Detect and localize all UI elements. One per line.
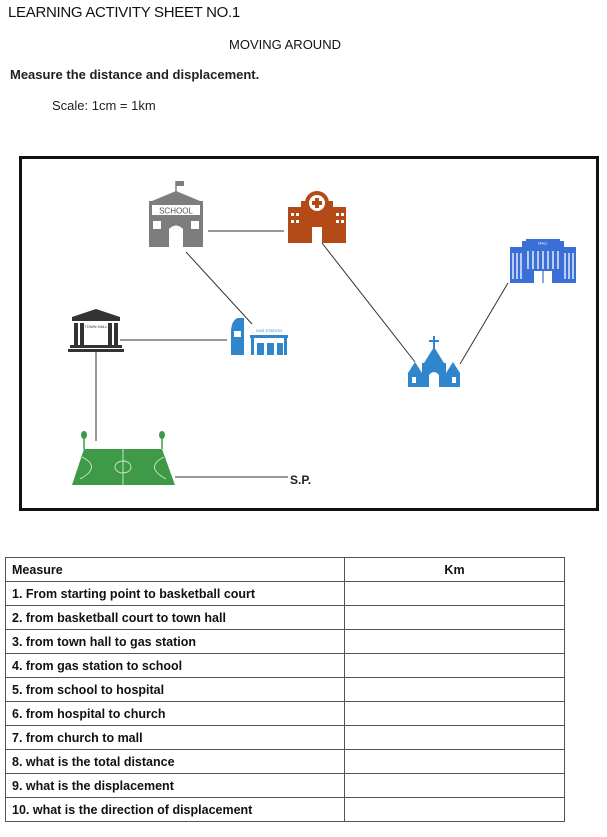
measure-header: Measure: [5, 557, 345, 582]
table-row: 2. from basketball court to town hall: [5, 605, 565, 630]
question-label: 9. what is the displacement: [5, 773, 345, 798]
route-school-gas-station: [185, 251, 253, 325]
table-header-row: Measure Km: [5, 557, 565, 582]
instruction: Measure the distance and displacement.: [10, 67, 260, 82]
question-label: 8. what is the total distance: [5, 749, 345, 774]
school-icon: SCHOOL: [149, 181, 203, 247]
route-hospital-church: [321, 242, 416, 363]
table-row: 8. what is the total distance: [5, 749, 565, 774]
town-hall-sign: TOWN HALL: [84, 324, 108, 329]
question-label: 10. what is the direction of displacemen…: [5, 797, 345, 822]
route-church-mall: [459, 282, 509, 365]
table-row: 1. From starting point to basketball cou…: [5, 581, 565, 606]
table-row: 9. what is the displacement: [5, 773, 565, 798]
gas-station-icon: GAS STATION: [231, 318, 288, 355]
question-label: 7. from church to mall: [5, 725, 345, 750]
mall-icon: MALL: [510, 239, 576, 283]
table-row: 6. from hospital to church: [5, 701, 565, 726]
question-label: 4. from gas station to school: [5, 653, 345, 678]
scale-note: Scale: 1cm = 1km: [52, 98, 156, 113]
km-answer-cell[interactable]: [344, 677, 565, 702]
km-answer-cell[interactable]: [344, 797, 565, 822]
church-icon: [408, 336, 460, 387]
route-lines: [95, 230, 509, 478]
question-label: 3. from town hall to gas station: [5, 629, 345, 654]
gas-station-sign: GAS STATION: [256, 328, 282, 333]
km-answer-cell[interactable]: [344, 701, 565, 726]
question-label: 5. from school to hospital: [5, 677, 345, 702]
question-label: 2. from basketball court to town hall: [5, 605, 345, 630]
km-answer-cell[interactable]: [344, 581, 565, 606]
km-answer-cell[interactable]: [344, 629, 565, 654]
km-answer-cell[interactable]: [344, 605, 565, 630]
km-answer-cell[interactable]: [344, 653, 565, 678]
mall-sign: MALL: [538, 242, 547, 246]
table-row: 10. what is the direction of displacemen…: [5, 797, 565, 822]
table-row: 5. from school to hospital: [5, 677, 565, 702]
km-answer-cell[interactable]: [344, 773, 565, 798]
question-label: 1. From starting point to basketball cou…: [5, 581, 345, 606]
starting-point-label: S.P.: [290, 473, 312, 487]
km-header: Km: [344, 557, 565, 582]
measure-table: Measure Km 1. From starting point to bas…: [5, 557, 565, 822]
sheet-title: LEARNING ACTIVITY SHEET NO.1: [8, 4, 240, 21]
map-frame: SCHOOL MALL: [19, 156, 599, 511]
town-hall-icon: TOWN HALL: [68, 309, 124, 352]
map-drawing: SCHOOL MALL: [68, 181, 576, 485]
table-row: 4. from gas station to school: [5, 653, 565, 678]
table-row: 3. from town hall to gas station: [5, 629, 565, 654]
subtitle: MOVING AROUND: [229, 37, 341, 52]
question-label: 6. from hospital to church: [5, 701, 345, 726]
basketball-court-icon: [72, 431, 175, 485]
table-row: 7. from church to mall: [5, 725, 565, 750]
km-answer-cell[interactable]: [344, 725, 565, 750]
hospital-icon: [288, 191, 346, 243]
km-answer-cell[interactable]: [344, 749, 565, 774]
school-sign: SCHOOL: [159, 207, 193, 216]
